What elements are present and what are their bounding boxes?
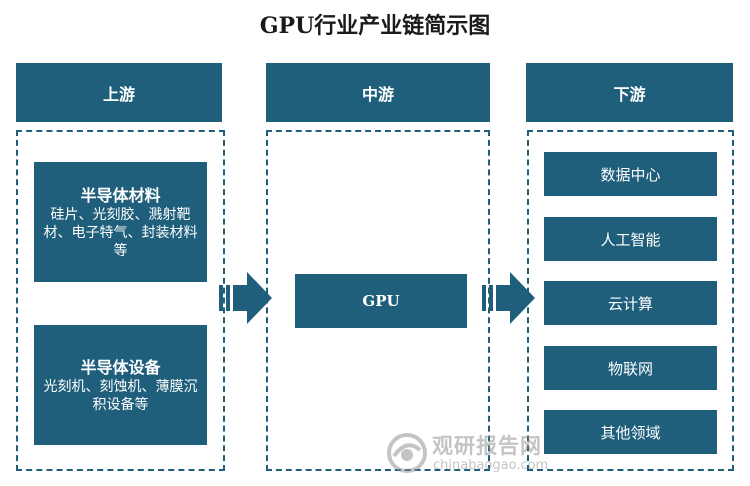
upstream-header: 上游 bbox=[16, 63, 222, 122]
semiconductor-materials-title: 半导体材料 bbox=[80, 185, 161, 205]
cloud-computing-block: 云计算 bbox=[544, 281, 717, 325]
downstream-header: 下游 bbox=[526, 63, 733, 122]
downstream-column: 数据中心 人工智能 云计算 物联网 其他领域 bbox=[527, 130, 734, 471]
watermark-cn: 观研报告网 bbox=[432, 434, 542, 458]
right-arrow-icon bbox=[219, 272, 272, 324]
semiconductor-equipment-title: 半导体设备 bbox=[80, 357, 161, 377]
watermark: 观研报告网 chinabaogao.com bbox=[386, 430, 556, 480]
watermark-logo-icon bbox=[387, 433, 427, 473]
ai-block: 人工智能 bbox=[544, 217, 717, 261]
diagram-title: GPU行业产业链简示图 bbox=[259, 13, 491, 39]
semiconductor-equipment-desc: 光刻机、刻蚀机、薄膜沉积设备等 bbox=[43, 378, 198, 413]
watermark-en: chinabaogao.com bbox=[433, 458, 549, 473]
data-center-block: 数据中心 bbox=[544, 152, 717, 196]
semiconductor-materials-block: 半导体材料 硅片、光刻胶、溅射靶材、电子特气、封装材料等 bbox=[34, 162, 207, 282]
other-fields-block: 其他领域 bbox=[544, 410, 717, 454]
upstream-column: 半导体材料 硅片、光刻胶、溅射靶材、电子特气、封装材料等 半导体设备 光刻机、刻… bbox=[16, 130, 225, 471]
midstream-column: GPU bbox=[266, 130, 490, 471]
gpu-block: GPU bbox=[295, 274, 467, 328]
semiconductor-materials-desc: 硅片、光刻胶、溅射靶材、电子特气、封装材料等 bbox=[43, 206, 198, 259]
iot-block: 物联网 bbox=[544, 346, 717, 390]
semiconductor-equipment-block: 半导体设备 光刻机、刻蚀机、薄膜沉积设备等 bbox=[34, 325, 207, 445]
midstream-header: 中游 bbox=[266, 63, 490, 122]
right-arrow-icon bbox=[482, 272, 535, 324]
